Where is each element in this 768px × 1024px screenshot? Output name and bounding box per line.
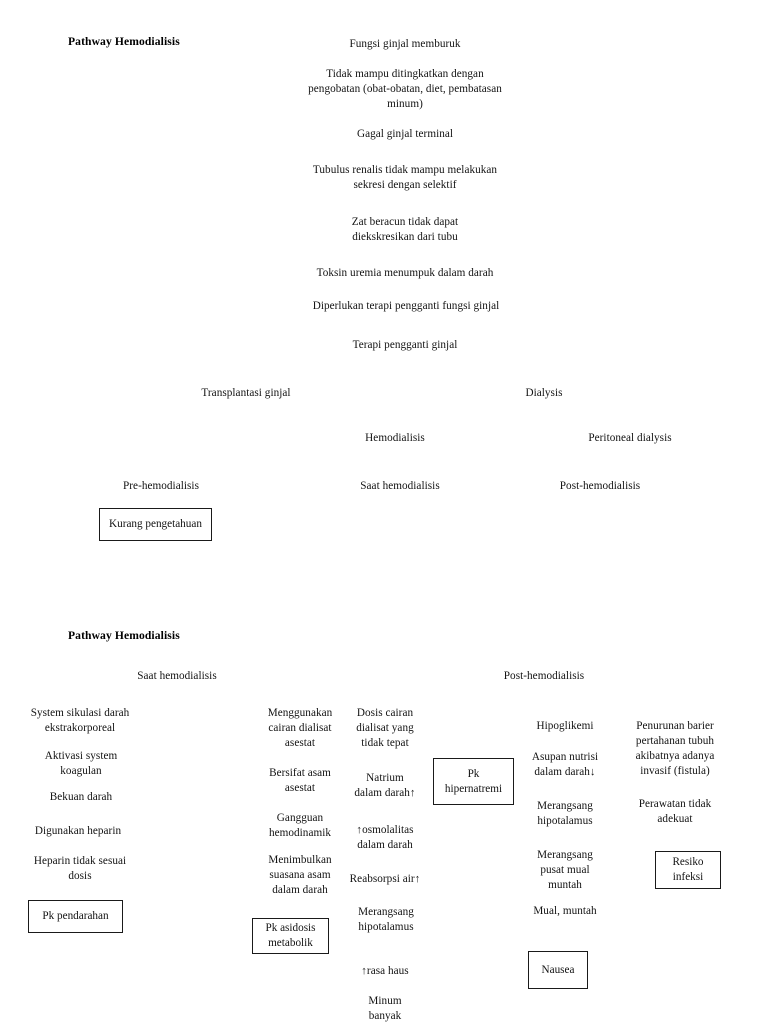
node-dialysis: Dialysis — [525, 387, 563, 399]
node-merangsang-hipotalamus-2: Merangsang hipotalamus — [537, 800, 593, 827]
node-diperlukan-terapi: Diperlukan terapi pengganti fungsi ginja… — [312, 300, 500, 312]
node-toksin-uremia: Toksin uremia menumpuk dalam darah — [316, 267, 494, 279]
node-aktivasi-koagulan: Aktivasi system koagulan — [44, 750, 118, 777]
node-minum-banyak: Minum banyak — [368, 995, 402, 1022]
node-hipoglikemi: Hipoglikemi — [536, 720, 594, 732]
box-pk-hipernatremi: Pk hipernatremi — [433, 758, 514, 805]
box-kurang-pengetahuan: Kurang pengetahuan — [99, 508, 212, 541]
node-pre-hemodialisis: Pre-hemodialisis — [123, 480, 199, 492]
node-gagal-ginjal-terminal: Gagal ginjal terminal — [356, 128, 454, 140]
node-merangsang-pusat-mual: Merangsang pusat mual muntah — [537, 849, 593, 891]
node-digunakan-heparin: Digunakan heparin — [34, 825, 122, 837]
node-tubulus-renalis: Tubulus renalis tidak mampu melakukan se… — [312, 164, 498, 191]
section-one-heading: Pathway Hemodialisis — [68, 35, 180, 48]
node-merangsang-hipotalamus: Merangsang hipotalamus — [358, 906, 414, 933]
node-natrium-dalam-darah: Natrium dalam darah↑ — [354, 772, 416, 799]
node-bekuan-darah: Bekuan darah — [49, 791, 113, 803]
column-heading-saat-hemodialisis: Saat hemodialisis — [137, 670, 217, 682]
node-gangguan-hemodinamik: Gangguan hemodinamik — [268, 812, 332, 839]
node-saat-hemodialisis: Saat hemodialisis — [360, 480, 440, 492]
node-system-sirkulasi: System sikulasi darah ekstrakorporeal — [30, 707, 130, 734]
node-peritoneal-dialysis: Peritoneal dialysis — [588, 432, 672, 444]
node-osmolalitas-dalam-darah: ↑osmolalitas dalam darah — [356, 824, 414, 851]
box-pk-pendarahan: Pk pendarahan — [28, 900, 123, 933]
node-asupan-nutrisi: Asupan nutrisi dalam darah↓ — [531, 751, 599, 778]
node-mual-muntah: Mual, muntah — [533, 905, 597, 917]
node-rasa-haus: ↑rasa haus — [361, 965, 409, 977]
node-perawatan-tidak-adekuat: Perawatan tidak adekuat — [638, 798, 712, 825]
node-dosis-cairan-dialisat: Dosis cairan dialisat yang tidak tepat — [356, 707, 414, 749]
node-penurunan-barier: Penurunan barier pertahanan tubuh akibat… — [635, 720, 715, 777]
node-reabsorpsi-air: Reabsorpsi air↑ — [349, 873, 421, 885]
node-hemodialisis: Hemodialisis — [365, 432, 425, 444]
box-pk-asidosis-metabolik: Pk asidosis metabolik — [252, 918, 329, 954]
section-two-heading: Pathway Hemodialisis — [68, 629, 180, 642]
node-zat-beracun: Zat beracun tidak dapat diekskresikan da… — [351, 216, 459, 243]
node-tidak-mampu-ditingkatkan: Tidak mampu ditingkatkan dengan pengobat… — [308, 68, 502, 110]
box-nausea: Nausea — [528, 951, 588, 989]
node-bersifat-asam: Bersifat asam asestat — [269, 767, 331, 794]
column-heading-post-hemodialisis: Post-hemodialisis — [503, 670, 585, 682]
box-resiko-infeksi: Resiko infeksi — [655, 851, 721, 889]
node-heparin-tidak-sesuai: Heparin tidak sesuai dosis — [33, 855, 127, 882]
node-terapi-pengganti-ginjal: Terapi pengganti ginjal — [352, 339, 458, 351]
node-fungsi-ginjal-memburuk: Fungsi ginjal memburuk — [349, 38, 461, 50]
node-post-hemodialisis: Post-hemodialisis — [559, 480, 641, 492]
node-menggunakan-dialisat: Menggunakan cairan dialisat asestat — [267, 707, 333, 749]
node-menimbulkan-suasana-asam: Menimbulkan suasana asam dalam darah — [268, 854, 332, 896]
node-transplantasi-ginjal: Transplantasi ginjal — [201, 387, 291, 399]
